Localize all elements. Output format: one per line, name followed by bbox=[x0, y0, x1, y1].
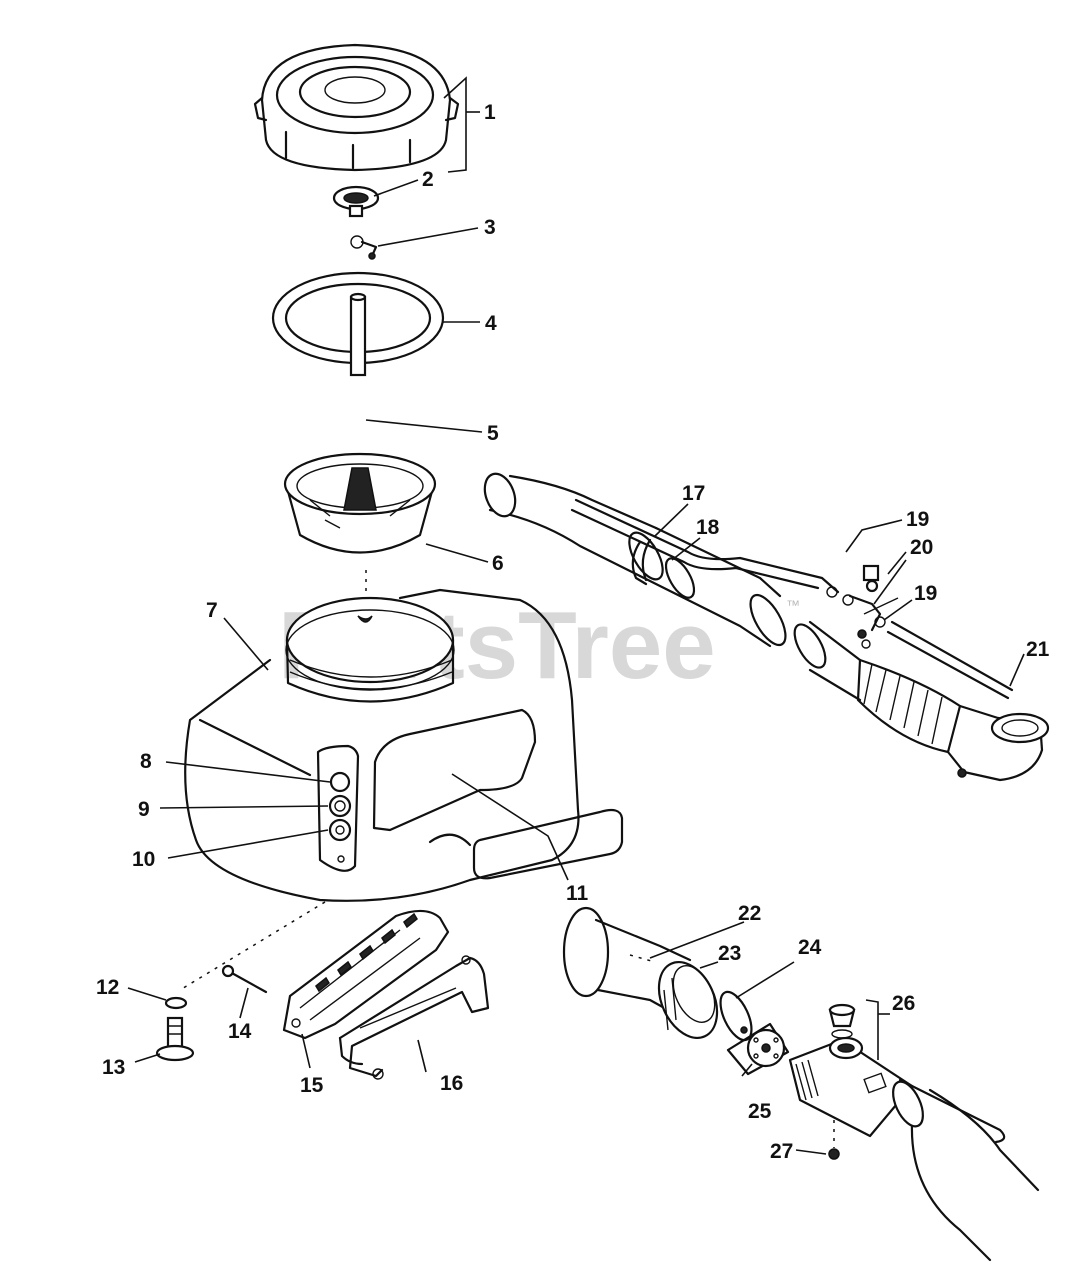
part-15-bracket bbox=[282, 909, 450, 1040]
watermark-trademark: ™ bbox=[786, 597, 800, 613]
part-13-drain-plug bbox=[155, 1016, 195, 1062]
tube-assembly-upper bbox=[483, 472, 1050, 782]
callout-14: 14 bbox=[228, 1020, 252, 1043]
part-3-clip bbox=[350, 235, 378, 260]
callout-26: 26 bbox=[892, 992, 915, 1015]
callout-8: 8 bbox=[140, 750, 152, 773]
leader-lines bbox=[127, 76, 1025, 1155]
callout-10: 10 bbox=[132, 848, 155, 871]
callout-22: 22 bbox=[738, 902, 761, 925]
callout-9: 9 bbox=[138, 798, 150, 821]
callout-17: 17 bbox=[682, 482, 705, 505]
callout-2: 2 bbox=[422, 168, 434, 191]
callout-3: 3 bbox=[484, 216, 496, 239]
part-6-strainer bbox=[283, 452, 437, 554]
callout-24: 24 bbox=[798, 936, 822, 959]
callout-20: 20 bbox=[910, 536, 933, 559]
callout-6: 6 bbox=[492, 552, 504, 575]
part-12-o-ring bbox=[164, 996, 188, 1010]
part-5-tube bbox=[349, 292, 367, 377]
callout-23: 23 bbox=[718, 942, 741, 965]
callout-7: 7 bbox=[206, 599, 218, 622]
tube-assembly-lower bbox=[562, 906, 1040, 1262]
part-2-valve bbox=[332, 185, 380, 218]
callout-12: 12 bbox=[96, 976, 119, 999]
part-14-bolt bbox=[221, 964, 268, 994]
callout-labels: 1 2 3 4 5 6 7 8 9 10 11 12 13 14 15 16 1… bbox=[96, 101, 1050, 1163]
callout-4: 4 bbox=[485, 312, 497, 335]
callout-13: 13 bbox=[102, 1056, 125, 1079]
callout-11: 11 bbox=[566, 882, 589, 905]
callout-19-top: 19 bbox=[906, 508, 929, 531]
callout-1: 1 bbox=[484, 101, 496, 124]
callout-25: 25 bbox=[748, 1100, 772, 1123]
drain-guide-line bbox=[179, 901, 326, 991]
callout-21: 21 bbox=[1026, 638, 1050, 661]
part-16-base bbox=[338, 955, 490, 1080]
callout-5: 5 bbox=[487, 422, 499, 445]
part-1-tank-cap bbox=[253, 43, 460, 172]
callout-19-lower: 19 bbox=[914, 582, 937, 605]
part-7-tank bbox=[184, 570, 580, 902]
callout-27: 27 bbox=[770, 1140, 793, 1163]
callout-16: 16 bbox=[440, 1072, 463, 1095]
callout-18: 18 bbox=[696, 516, 720, 539]
callout-15: 15 bbox=[300, 1074, 324, 1097]
part-11-pad bbox=[472, 808, 624, 880]
